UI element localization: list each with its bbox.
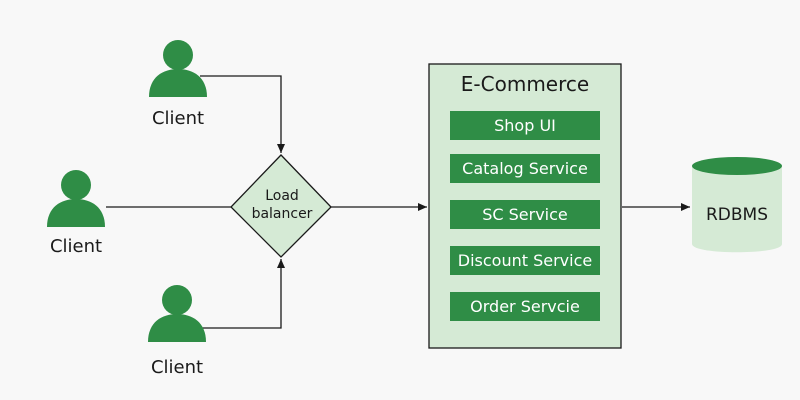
client-label: Client (151, 357, 203, 378)
user-icon (148, 285, 206, 342)
client-node: Client (149, 40, 207, 129)
ecommerce-container: E-Commerce Shop UI Catalog Service SC Se… (428, 63, 622, 349)
service-label: Discount Service (458, 251, 592, 270)
service-label: Order Servcie (470, 297, 580, 316)
client-label: Client (50, 236, 102, 257)
connectors (106, 75, 690, 329)
service-box (450, 292, 600, 321)
service-box (450, 154, 600, 183)
service-label: Shop UI (494, 116, 556, 135)
edge-client-top-to-lb (200, 75, 285, 153)
ecommerce-title: E-Commerce (461, 72, 589, 96)
load-balancer: Load balancer (230, 154, 332, 258)
service-box (450, 200, 600, 229)
client-node: Client (47, 170, 105, 257)
load-balancer-label-line2: balancer (252, 206, 313, 222)
database-cylinder-top (692, 157, 782, 175)
client-node: Client (148, 285, 206, 378)
service-box (450, 246, 600, 275)
service-box (450, 111, 600, 140)
user-icon (149, 40, 207, 97)
user-icon (47, 170, 105, 227)
client-label: Client (152, 108, 204, 129)
service-label: Catalog Service (462, 159, 588, 178)
database-label: RDBMS (706, 205, 768, 225)
load-balancer-label-line1: Load (265, 188, 299, 204)
database-cylinder-body (692, 166, 782, 253)
rdbms-database: RDBMS (692, 157, 782, 253)
load-balancer-diamond (230, 154, 332, 258)
edge-client-bottom-to-lb (200, 259, 285, 329)
service-label: SC Service (482, 205, 568, 224)
